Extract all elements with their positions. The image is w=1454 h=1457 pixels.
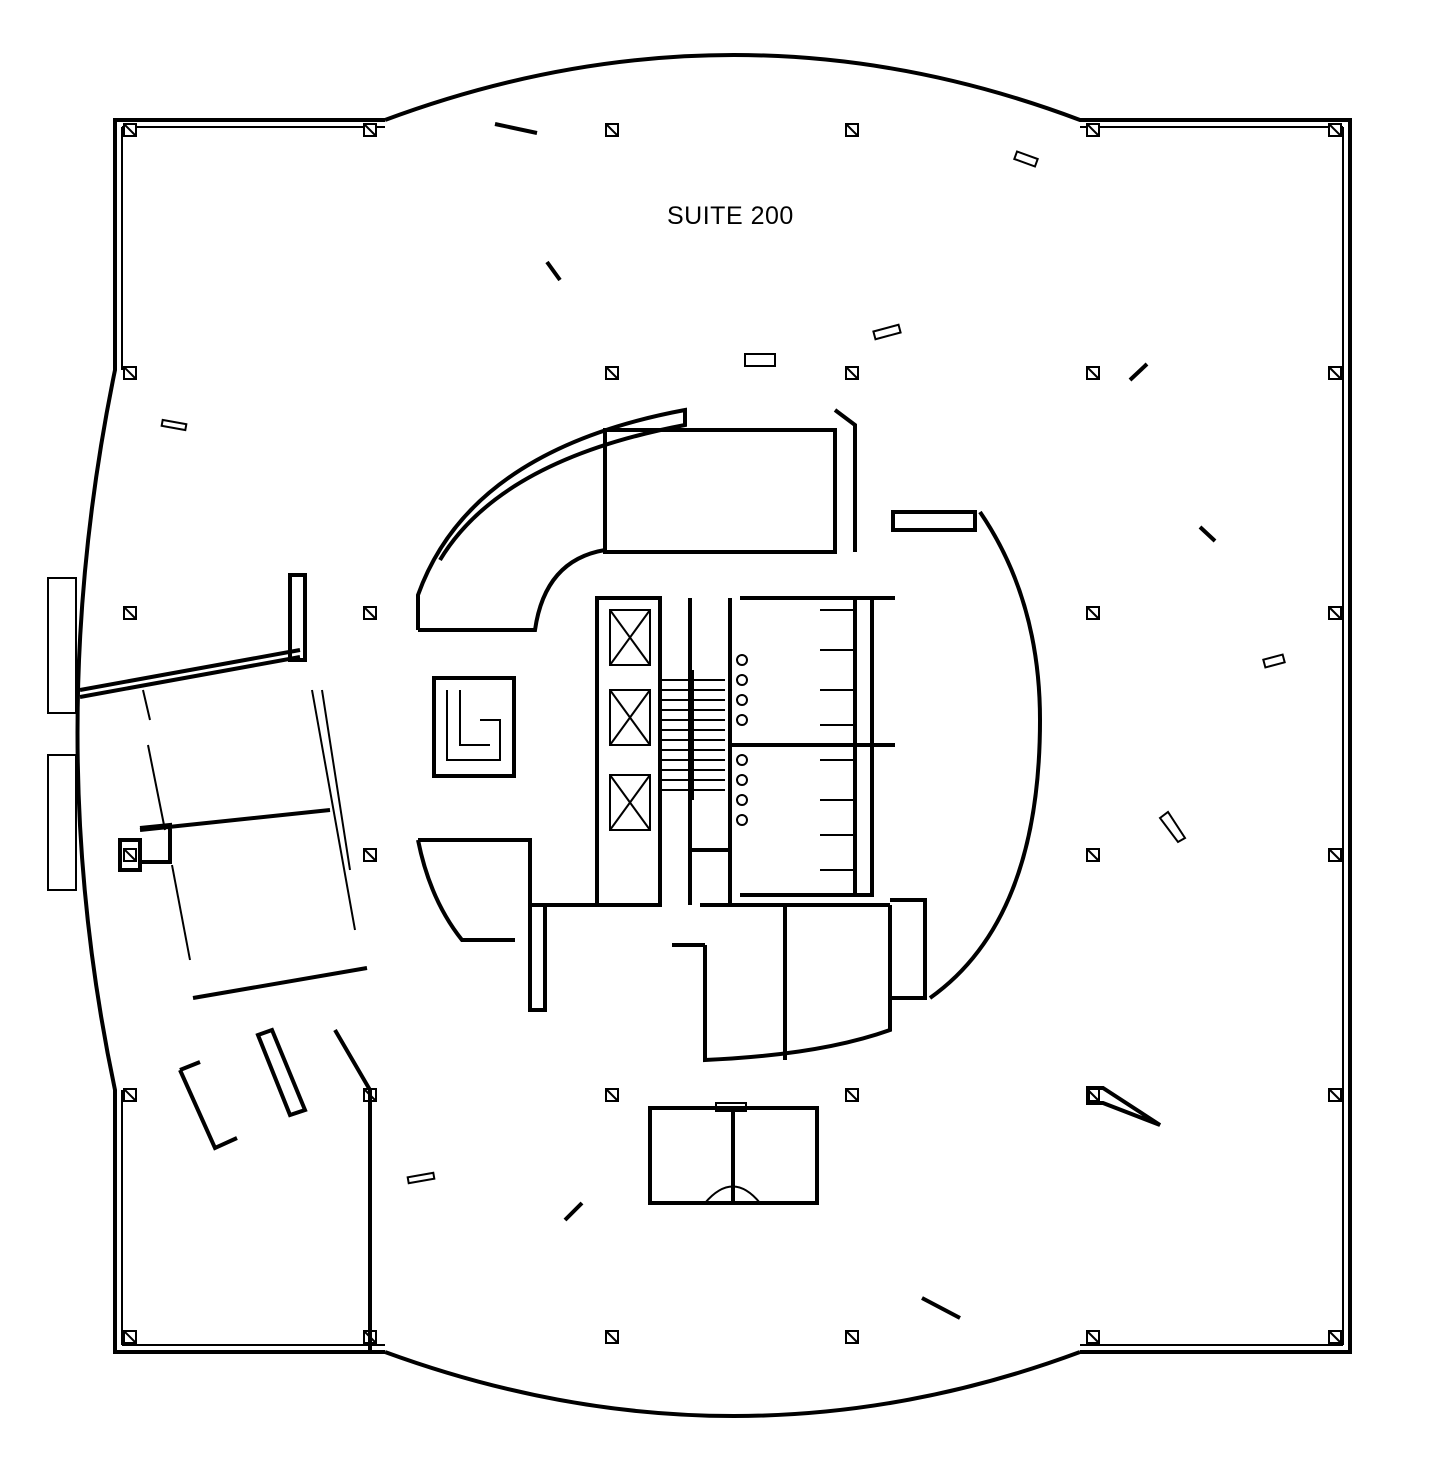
suite-label: SUITE 200 (667, 202, 794, 230)
structural-columns (123, 123, 1342, 1344)
column-marker-diagonal (1328, 606, 1342, 620)
column-marker-diagonal (123, 1088, 137, 1102)
column-marker-diagonal (1328, 123, 1342, 137)
column-marker-diagonal (1086, 123, 1100, 137)
column-marker-diagonal (845, 1088, 859, 1102)
column-marker-diagonal (605, 1330, 619, 1344)
column-marker-diagonal (1086, 366, 1100, 380)
column-marker-diagonal (1086, 848, 1100, 862)
column-marker-diagonal (363, 848, 377, 862)
column-marker-diagonal (605, 123, 619, 137)
core-walls (416, 407, 1043, 1063)
stair-treads (662, 670, 725, 800)
column-marker-diagonal (605, 1088, 619, 1102)
column-marker-diagonal (1328, 366, 1342, 380)
column-marker-diagonal (1328, 1330, 1342, 1344)
west-partitions (79, 573, 372, 1352)
exterior-wall (47, 53, 1352, 1418)
column-marker-diagonal (123, 606, 137, 620)
column-marker-diagonal (363, 123, 377, 137)
column-marker-diagonal (1086, 1330, 1100, 1344)
column-marker-diagonal (605, 366, 619, 380)
toilet-partitions (736, 609, 855, 871)
column-marker-diagonal (123, 123, 137, 137)
south-room (648, 1102, 819, 1205)
column-marker-diagonal (1086, 606, 1100, 620)
column-marker-diagonal (363, 606, 377, 620)
column-marker-diagonal (123, 848, 137, 862)
column-marker-diagonal (1328, 1088, 1342, 1102)
column-marker-diagonal (845, 123, 859, 137)
column-marker-diagonal (123, 366, 137, 380)
fixtures (160, 122, 1286, 1320)
column-marker-diagonal (123, 1330, 137, 1344)
column-marker-diagonal (845, 366, 859, 380)
column-marker-diagonal (845, 1330, 859, 1344)
column-marker-diagonal (1328, 848, 1342, 862)
